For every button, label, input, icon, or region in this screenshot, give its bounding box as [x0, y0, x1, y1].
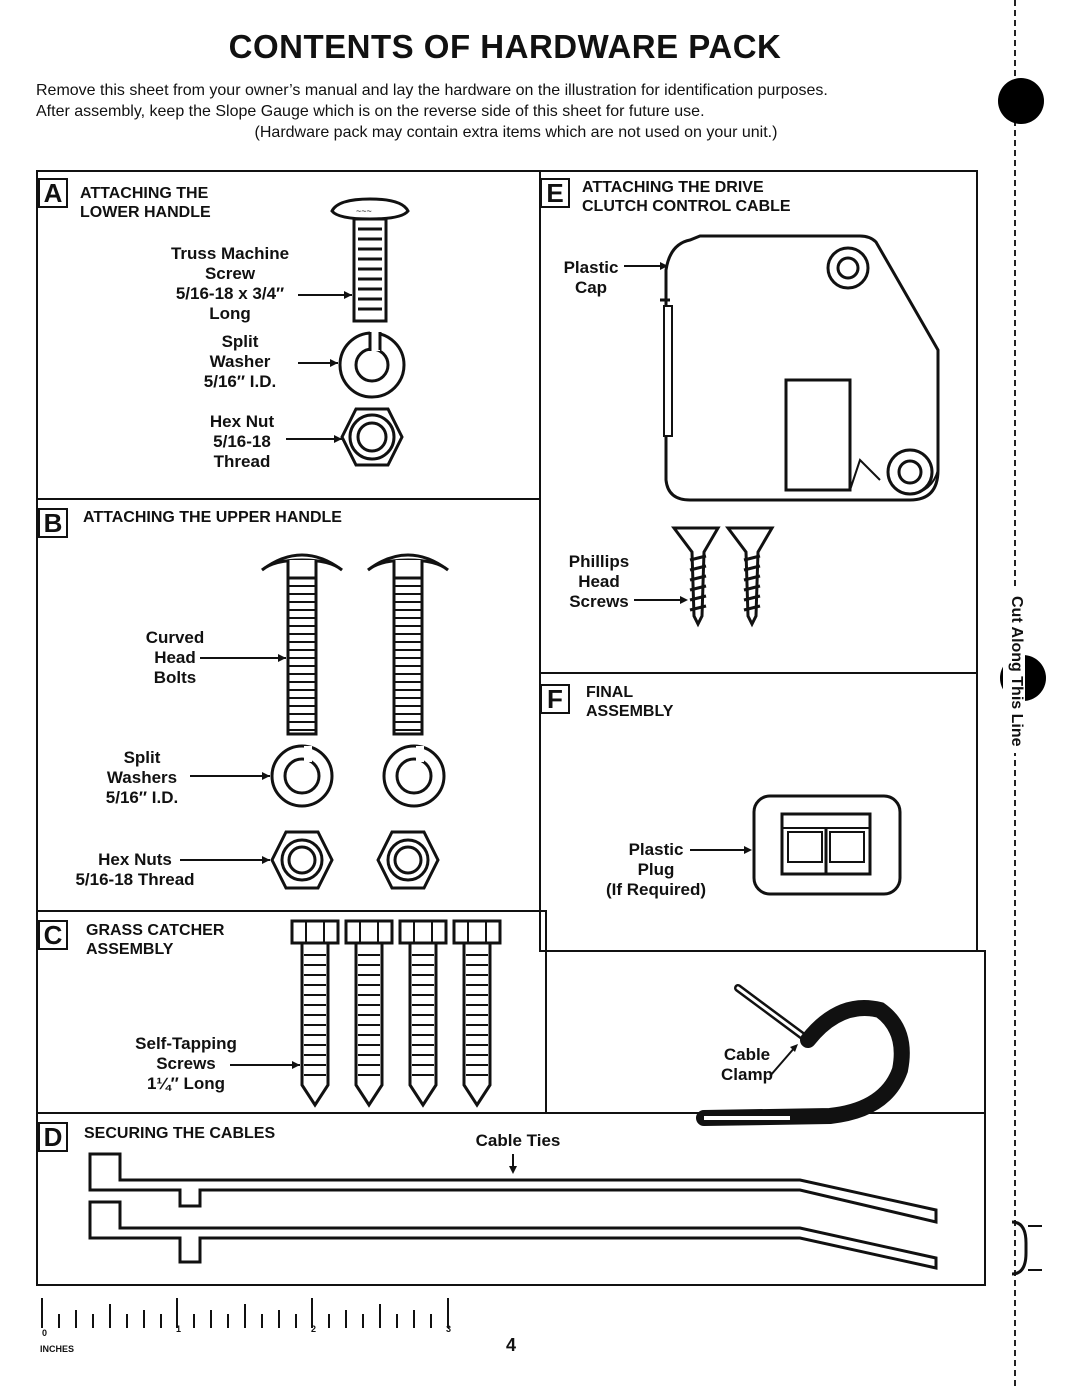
inch-ruler: [41, 1298, 449, 1328]
cable-clamp-label: Cable Clamp: [721, 1045, 773, 1084]
self-tapping-screw-2: [344, 919, 394, 1108]
section-f-title: FINAL ASSEMBLY: [586, 684, 674, 720]
split-washer-label: Split Washer 5/16″ I.D.: [203, 332, 277, 391]
punch-hole-top: [998, 78, 1044, 124]
cable-clamp-drawing: [696, 984, 910, 1126]
plastic-cap: [660, 234, 940, 502]
section-c-hardware-drawing: [230, 919, 502, 1108]
section-e-letter: E: [540, 178, 570, 208]
phillips-screw-1: [671, 526, 721, 628]
section-b-title: ATTACHING THE UPPER HANDLE: [83, 509, 342, 526]
intro-text: Remove this sheet from your owner’s manu…: [36, 80, 996, 122]
intro-line-1: Remove this sheet from your owner’s manu…: [36, 82, 828, 99]
cable-tie-1: [88, 1152, 938, 1224]
punch-hole-bottom-mark: [1011, 1220, 1042, 1276]
self-tapping-screw-3: [398, 919, 448, 1108]
cable-ties-label: Cable Ties: [475, 1131, 561, 1150]
hex-nuts-label: Hex Nuts 5/16-18 Thread: [75, 850, 195, 889]
panel-d: [36, 1112, 986, 1286]
section-a-hardware-drawing: ~~~: [286, 197, 410, 467]
section-f-letter: F: [540, 684, 570, 714]
split-washers-label: Split Washers 5/16″ I.D.: [105, 748, 179, 807]
plastic-cap-label: Plastic Cap: [563, 258, 619, 297]
self-tapping-screw-1: [290, 919, 340, 1108]
section-c-title: GRASS CATCHER ASSEMBLY: [86, 922, 225, 958]
intro-line-2: After assembly, keep the Slope Gauge whi…: [36, 103, 705, 120]
section-a-title: ATTACHING THE LOWER HANDLE: [80, 185, 211, 221]
page-number: 4: [506, 1335, 517, 1355]
page-title: CONTENTS OF HARDWARE PACK: [228, 28, 782, 65]
ruler-tick-1: 1: [176, 1324, 182, 1334]
plastic-plug-label: Plastic Plug (If Required): [605, 840, 707, 899]
section-d-letter: D: [38, 1122, 68, 1152]
cut-line-label: Cut Along This Line: [1003, 590, 1025, 753]
self-tapping-screw-4: [452, 919, 502, 1108]
svg-text:~~~: ~~~: [356, 206, 372, 216]
hex-nut-label: Hex Nut 5/16-18 Thread: [209, 412, 275, 471]
section-e-title: ATTACHING THE DRIVE CLUTCH CONTROL CABLE: [582, 179, 791, 215]
section-c-letter: C: [38, 920, 68, 950]
phillips-screws-label: Phillips Head Screws: [568, 552, 630, 611]
section-e-hardware-drawing: [624, 234, 940, 628]
curved-head-bolts-label: Curved Head Bolts: [145, 628, 205, 687]
section-a-letter: A: [38, 178, 68, 208]
plastic-plug-drawing: [690, 794, 902, 896]
ruler-tick-0: 0: [42, 1328, 48, 1338]
section-d-title: SECURING THE CABLES: [84, 1125, 276, 1142]
truss-screw-label: Truss Machine Screw 5/16-18 x 3/4″ Long: [170, 244, 290, 323]
intro-note: (Hardware pack may contain extra items w…: [254, 124, 778, 141]
cable-clamp: [696, 1000, 910, 1126]
ruler-tick-2: 2: [311, 1324, 317, 1334]
cable-ties-drawing: [88, 1152, 938, 1270]
section-b-letter: B: [38, 508, 68, 538]
ruler-unit-label: INCHES: [40, 1344, 75, 1354]
curved-head-bolt-1: [261, 553, 343, 736]
phillips-screw-2: [725, 526, 775, 628]
cable-tie-2: [88, 1200, 938, 1270]
section-b-hardware-drawing: [180, 553, 449, 890]
ruler-tick-3: 3: [446, 1324, 452, 1334]
self-tapping-screws-label: Self-Tapping Screws 1¼″ Long: [135, 1034, 237, 1093]
curved-head-bolt-2: [367, 553, 449, 736]
